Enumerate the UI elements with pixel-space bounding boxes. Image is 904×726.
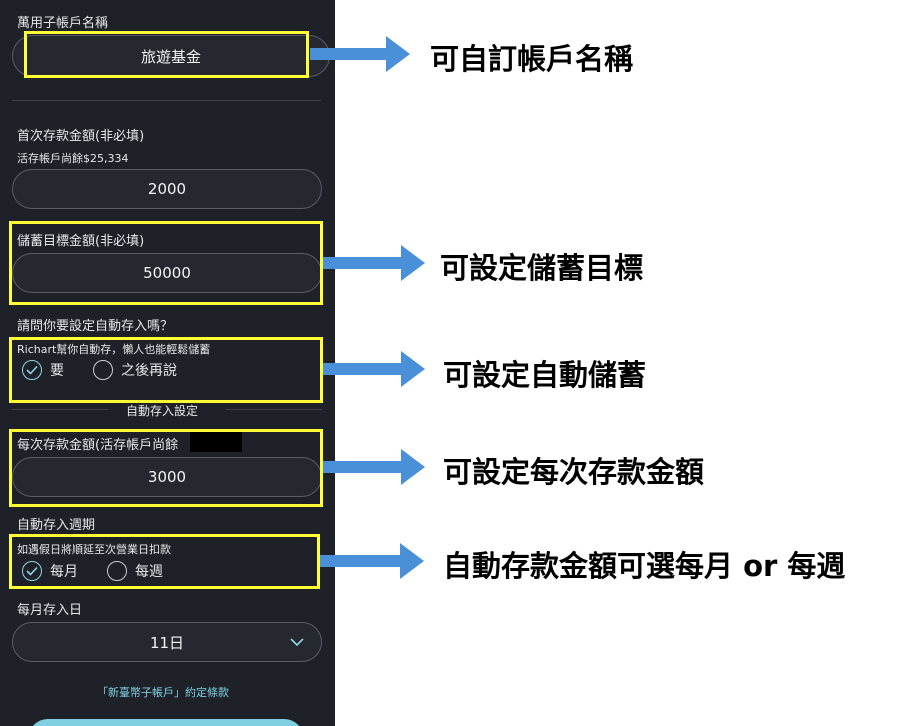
redacted-balance	[190, 432, 242, 452]
check-circle-icon	[22, 561, 42, 581]
arrow-right-icon	[323, 449, 425, 485]
cycle-label: 自動存入週期	[17, 518, 96, 533]
cycle-weekly-label: 每週	[135, 564, 163, 580]
arrow-right-icon	[323, 245, 425, 281]
callout-cycle: 自動存款金額可選每月 or 每週	[443, 549, 846, 583]
balance-note: 活存帳戶尚餘$25,334	[17, 152, 129, 165]
first-deposit-label: 首次存款金額(非必填)	[17, 129, 145, 144]
highlight-box	[9, 337, 323, 403]
first-deposit-input[interactable]: 2000	[12, 169, 322, 209]
divider	[12, 100, 321, 101]
auto-yes-radio[interactable]: 要	[22, 360, 64, 380]
arrow-right-icon	[320, 543, 424, 579]
cycle-hint: 如遇假日將順延至次營業日扣款	[17, 543, 171, 556]
callout-goal: 可設定儲蓄目標	[440, 251, 644, 285]
highlight-box	[9, 429, 323, 507]
auto-later-label: 之後再說	[121, 363, 177, 379]
goal-label: 儲蓄目標金額(非必填)	[17, 234, 145, 249]
auto-yes-label: 要	[50, 363, 64, 379]
account-name-label: 萬用子帳戶名稱	[17, 16, 109, 31]
radio-circle-icon	[93, 360, 113, 380]
arrow-right-icon	[323, 351, 425, 387]
divider	[12, 409, 108, 410]
highlight-box	[9, 221, 323, 305]
each-amount-input[interactable]: 3000	[12, 457, 322, 497]
auto-later-radio[interactable]: 之後再說	[93, 360, 177, 380]
auto-section-title: 自動存入設定	[126, 404, 199, 418]
day-value: 11日	[149, 633, 185, 652]
chevron-down-icon	[290, 638, 304, 647]
each-amount-label-text: 每次存款金額(活存帳戶尚餘	[17, 438, 179, 453]
divider	[226, 409, 322, 410]
callout-each-amount: 可設定每次存款金額	[443, 455, 705, 489]
submit-button[interactable]	[28, 719, 304, 726]
check-circle-icon	[22, 360, 42, 380]
cycle-weekly-radio[interactable]: 每週	[107, 561, 163, 581]
form-panel: 萬用子帳戶名稱 旅遊基金 首次存款金額(非必填) 活存帳戶尚餘$25,334 2…	[0, 0, 335, 726]
radio-circle-icon	[107, 561, 127, 581]
callout-account-name: 可自訂帳戶名稱	[430, 42, 634, 76]
terms-link[interactable]: 「新臺幣子帳戶」約定條款	[97, 686, 229, 699]
auto-hint: Richart幫你自動存，懶人也能輕鬆儲蓄	[17, 343, 211, 356]
cycle-monthly-label: 每月	[50, 564, 78, 580]
day-select[interactable]: 11日	[12, 622, 322, 662]
highlight-box	[24, 31, 309, 78]
day-label: 每月存入日	[17, 603, 83, 618]
arrow-right-icon	[310, 36, 410, 72]
cycle-monthly-radio[interactable]: 每月	[22, 561, 78, 581]
highlight-box	[9, 534, 320, 589]
callout-auto-save: 可設定自動儲蓄	[443, 358, 647, 392]
auto-question: 請問你要設定自動存入嗎？	[17, 319, 174, 334]
goal-input[interactable]: 50000	[12, 253, 322, 293]
